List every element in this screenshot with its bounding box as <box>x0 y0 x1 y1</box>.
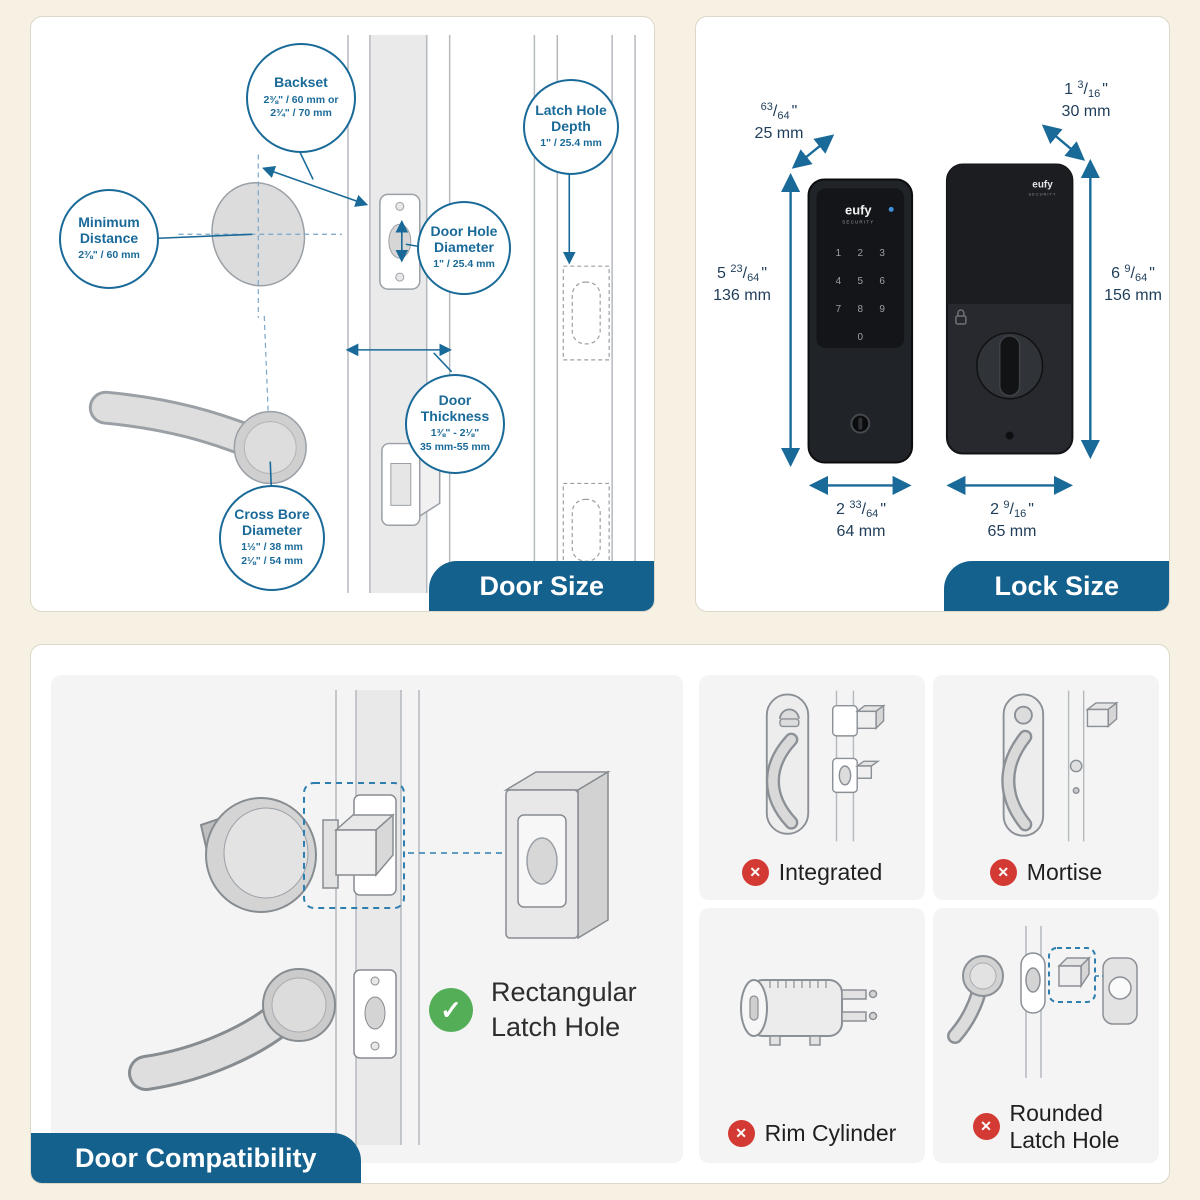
rounded-latch-hole-label: Rounded Latch Hole <box>1009 1100 1120 1153</box>
dim-keypad-thickness: 63/64" 25 mm <box>754 101 804 142</box>
compat-lever-handle <box>128 968 336 1091</box>
mortise-illustration <box>1001 690 1119 842</box>
integrated-label: Integrated <box>778 859 883 885</box>
cross-bore-hole <box>211 182 306 287</box>
door-size-panel: Backset 2⅜" / 60 mm or 2¾" / 70 mm Latch… <box>30 16 655 612</box>
dim-interior-width: 2 9/16" 65 mm <box>987 499 1037 540</box>
mortise-label: Mortise <box>1026 859 1103 885</box>
svg-text:3: 3 <box>879 248 885 259</box>
keypad-brand-sub: SECURITY <box>842 219 874 224</box>
supported-label: Rectangular Latch Hole <box>491 977 637 1043</box>
jamb-latch-outlines <box>562 265 610 578</box>
dim-keypad-height: 5 23/64" 136 mm <box>713 263 771 304</box>
svg-text:7: 7 <box>836 304 842 315</box>
integrated-card: ✕ Integrated <box>699 675 925 900</box>
keypad-status-led <box>888 206 894 212</box>
integrated-illustration <box>765 690 886 842</box>
svg-text:4: 4 <box>836 276 842 287</box>
rounded-latch-highlight-box <box>1048 947 1096 1003</box>
lock-size-diagram: eufy SECURITY 1 2 3 4 5 6 7 8 9 0 eufy S… <box>781 124 1100 495</box>
rounded-latch-hole-label-row: ✕ Rounded Latch Hole <box>933 1100 1159 1153</box>
dim-interior-depth: 1 3/16" 30 mm <box>1061 79 1111 120</box>
construction-guides <box>178 154 343 414</box>
callout-minimum-distance: Minimum Distance 2⅜" / 60 mm <box>59 189 159 289</box>
not-supported-icon: ✕ <box>727 1120 755 1147</box>
svg-text:9: 9 <box>879 304 885 315</box>
not-supported-icon: ✕ <box>741 859 769 886</box>
dim-interior-height: 6 9/64" 156 mm <box>1104 263 1162 304</box>
measure-lines <box>158 152 576 486</box>
callout-backset: Backset 2⅜" / 60 mm or 2¾" / 70 mm <box>246 43 356 153</box>
svg-text:2: 2 <box>858 248 864 259</box>
latch-highlight-box <box>303 782 405 909</box>
callout-door-hole-diameter: Door Hole Diameter 1" / 25.4 mm <box>417 201 511 295</box>
interior-brand-logo: eufy <box>1032 179 1053 190</box>
supported-latch-card: ✓ Rectangular Latch Hole <box>51 675 683 1163</box>
rim-cylinder-label: Rim Cylinder <box>764 1120 897 1146</box>
not-supported-icon: ✕ <box>989 859 1017 886</box>
interior-device: eufy SECURITY <box>945 163 1074 455</box>
supported-check-icon: ✓ <box>429 988 473 1033</box>
not-supported-icon: ✕ <box>972 1113 1000 1141</box>
keypad-digit-grid: 1 2 3 4 5 6 7 8 9 0 <box>836 248 886 343</box>
interior-button <box>1005 431 1014 440</box>
deadbolt-knob <box>199 797 317 913</box>
door-size-banner: Door Size <box>429 561 654 611</box>
lock-size-banner: Lock Size <box>944 561 1169 611</box>
latch-plate <box>379 193 421 290</box>
rim-cylinder-card: ✕ Rim Cylinder <box>699 908 925 1163</box>
rounded-latch-hole-illustration <box>947 926 1138 1078</box>
door-compatibility-panel: ✓ Rectangular Latch Hole <box>30 644 1170 1184</box>
door-compatibility-banner-label: Door Compatibility <box>75 1142 317 1173</box>
privacy-lock-icon <box>955 309 967 325</box>
rectangular-latch-illustration <box>128 690 611 1145</box>
door-lever <box>88 390 307 485</box>
thumbturn <box>998 335 1021 397</box>
lock-size-banner-label: Lock Size <box>994 570 1119 601</box>
interior-brand-sub: SECURITY <box>1029 191 1057 196</box>
rim-cylinder-label-row: ✕ Rim Cylinder <box>699 1120 925 1147</box>
supported-label-row: ✓ Rectangular Latch Hole <box>429 975 637 1045</box>
strike-box <box>503 770 611 940</box>
rim-cylinder-illustration <box>740 979 878 1046</box>
lock-size-panel: eufy SECURITY 1 2 3 4 5 6 7 8 9 0 eufy S… <box>695 16 1170 612</box>
svg-text:0: 0 <box>858 332 864 343</box>
rectangular-latch-bolt <box>322 813 395 889</box>
integrated-label-row: ✕ Integrated <box>699 859 925 886</box>
svg-text:8: 8 <box>858 304 864 315</box>
mortise-card: ✕ Mortise <box>933 675 1159 900</box>
compat-door-strip <box>335 690 420 1145</box>
callout-door-thickness: Door Thickness 1⅜" - 2⅛" 35 mm-55 mm <box>405 374 505 474</box>
rounded-latch-hole-card: ✕ Rounded Latch Hole <box>933 908 1159 1163</box>
keypad-device: eufy SECURITY 1 2 3 4 5 6 7 8 9 0 <box>807 178 914 464</box>
mortise-label-row: ✕ Mortise <box>933 859 1159 886</box>
callout-latch-hole-depth: Latch Hole Depth 1" / 25.4 mm <box>523 79 619 175</box>
svg-text:5: 5 <box>858 276 864 287</box>
door-size-banner-label: Door Size <box>479 570 604 601</box>
lower-latch-plate <box>353 969 397 1059</box>
dimension-arrows <box>781 124 1100 495</box>
callout-cross-bore-diameter: Cross Bore Diameter 1½" / 38 mm 2⅛" / 54… <box>219 485 325 591</box>
svg-text:1: 1 <box>836 248 842 259</box>
small-lever <box>947 955 1004 1044</box>
keypad-brand-logo: eufy <box>845 202 872 217</box>
svg-text:6: 6 <box>879 276 885 287</box>
dim-keypad-width: 2 33/64" 64 mm <box>836 499 886 540</box>
door-compatibility-banner: Door Compatibility <box>31 1133 361 1183</box>
